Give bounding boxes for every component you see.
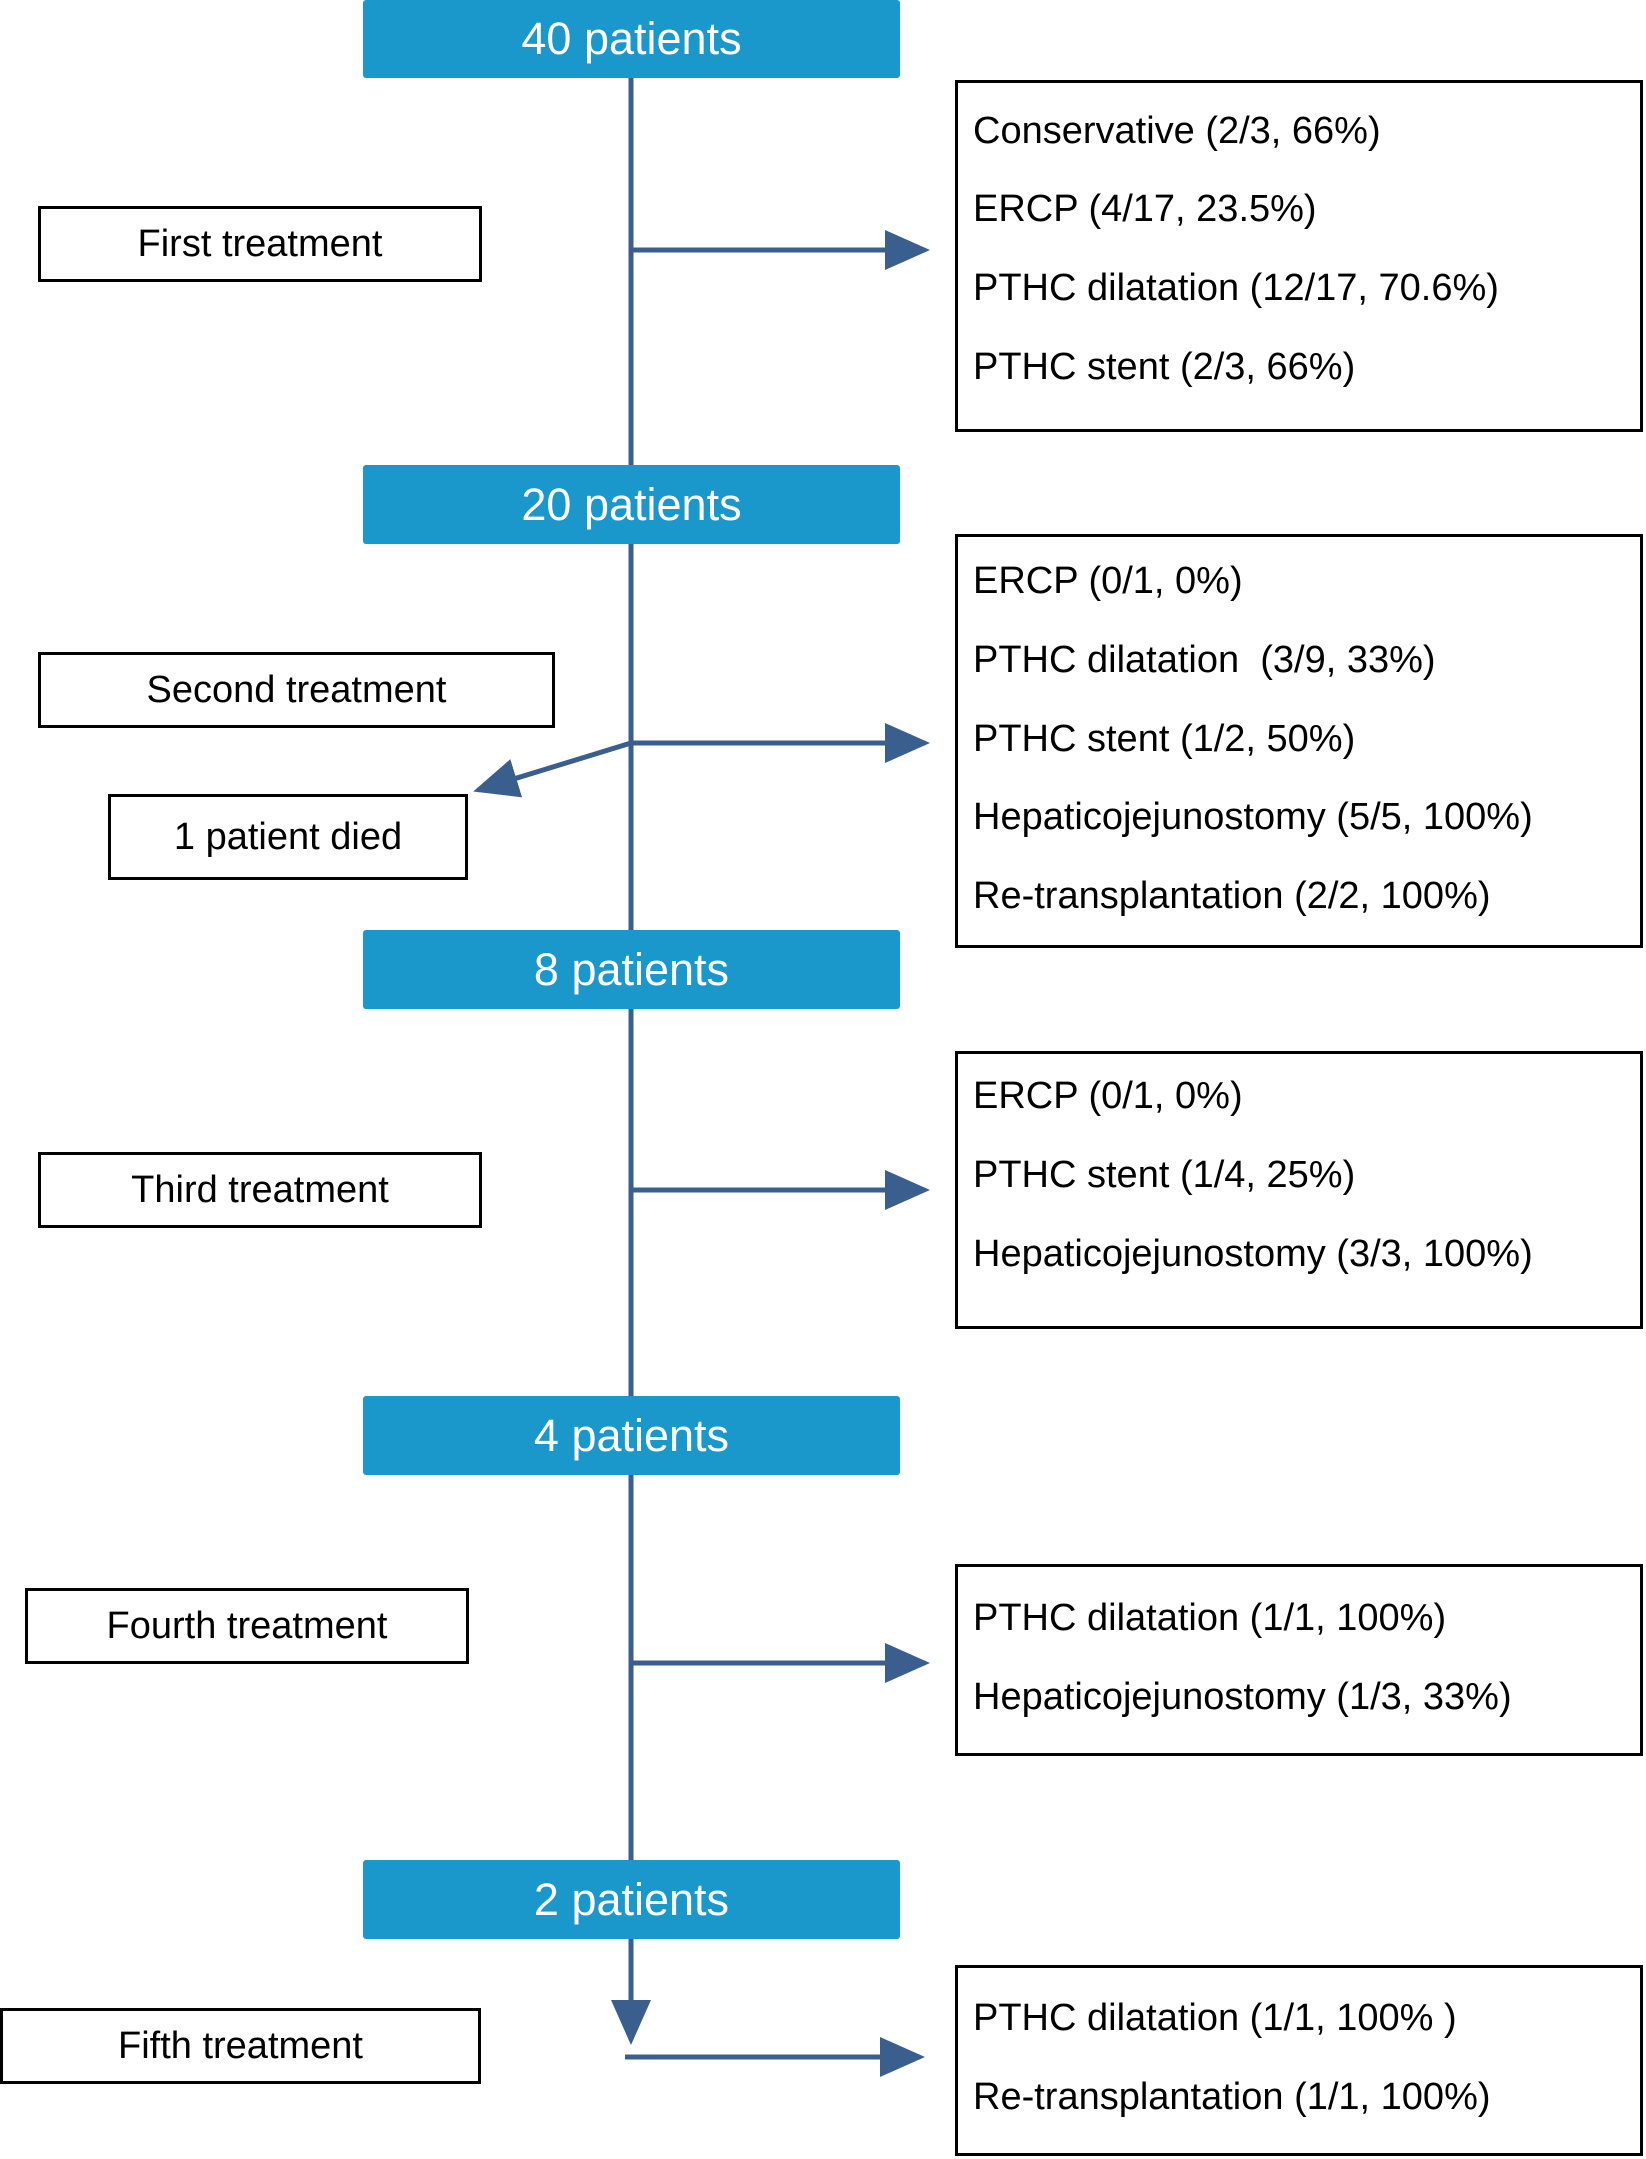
treatment-label: Fourth treatment bbox=[25, 1588, 469, 1664]
arrow-patient-died bbox=[473, 740, 632, 798]
patient-count-box: 2 patients bbox=[363, 1860, 900, 1939]
outcome-item: PTHC dilatation (1/1, 100%) bbox=[973, 1597, 1447, 1639]
outcome-item: PTHC dilatation (3/9, 33%) bbox=[973, 639, 1436, 681]
treatment-label: Fifth treatment bbox=[0, 2008, 481, 2084]
treatment-label: First treatment bbox=[38, 206, 482, 282]
patient-count-box: 40 patients bbox=[363, 0, 900, 78]
outcome-item: ERCP (4/17, 23.5%) bbox=[973, 188, 1317, 230]
outcome-item: PTHC stent (1/4, 25%) bbox=[973, 1154, 1356, 1196]
patient-count-box: 20 patients bbox=[363, 465, 900, 544]
outcome-item: Re-transplantation (1/1, 100%) bbox=[973, 2076, 1491, 2118]
patient-count-box: 4 patients bbox=[363, 1396, 900, 1475]
treatment-label: Third treatment bbox=[38, 1152, 482, 1228]
outcome-item: PTHC dilatation (12/17, 70.6%) bbox=[973, 267, 1499, 309]
outcome-item: Hepaticojejunostomy (3/3, 100%) bbox=[973, 1233, 1533, 1275]
outcome-item: Hepaticojejunostomy (5/5, 100%) bbox=[973, 796, 1533, 838]
outcome-item: ERCP (0/1, 0%) bbox=[973, 1075, 1243, 1117]
outcome-box-fifth: PTHC dilatation (1/1, 100% ) Re-transpla… bbox=[955, 1965, 1643, 2156]
outcome-item: Hepaticojejunostomy (1/3, 33%) bbox=[973, 1676, 1512, 1718]
patient-count-box: 8 patients bbox=[363, 930, 900, 1009]
outcome-item: Re-transplantation (2/2, 100%) bbox=[973, 875, 1491, 917]
treatment-label: Second treatment bbox=[38, 652, 555, 728]
outcome-box-fourth: PTHC dilatation (1/1, 100%) Hepaticojeju… bbox=[955, 1564, 1643, 1756]
outcome-item: PTHC stent (2/3, 66%) bbox=[973, 346, 1356, 388]
outcome-item: ERCP (0/1, 0%) bbox=[973, 560, 1243, 602]
outcome-box-third: ERCP (0/1, 0%) PTHC stent (1/4, 25%) Hep… bbox=[955, 1051, 1643, 1329]
outcome-box-second: ERCP (0/1, 0%) PTHC dilatation (3/9, 33%… bbox=[955, 534, 1643, 948]
outcome-item: PTHC stent (1/2, 50%) bbox=[973, 718, 1356, 760]
outcome-item: PTHC dilatation (1/1, 100% ) bbox=[973, 1997, 1457, 2039]
outcome-box-first: Conservative (2/3, 66%) ERCP (4/17, 23.5… bbox=[955, 80, 1643, 432]
patient-died-note: 1 patient died bbox=[108, 794, 468, 880]
outcome-item: Conservative (2/3, 66%) bbox=[973, 110, 1381, 152]
